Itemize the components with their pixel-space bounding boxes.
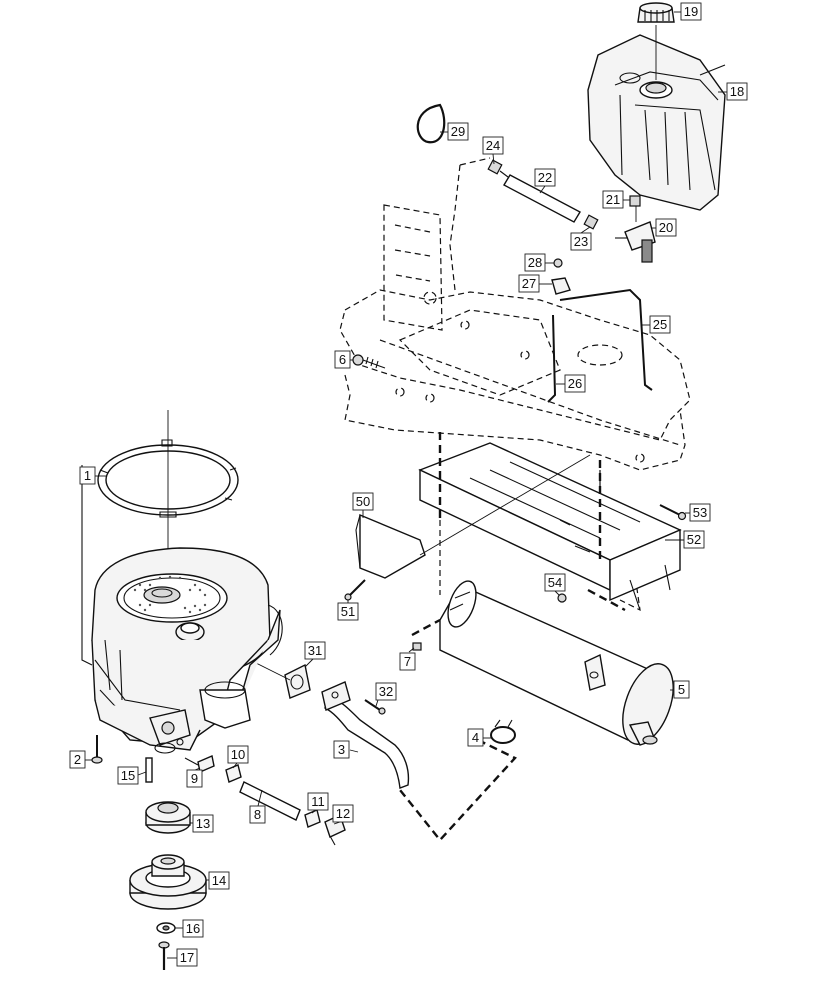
- shaft-key: [145, 757, 153, 783]
- callout-53: 53: [693, 505, 707, 520]
- bolt-32: [364, 699, 386, 715]
- fuel-tank: [587, 34, 726, 211]
- callout-1: 1: [84, 468, 91, 483]
- pulley-bolt: [158, 941, 170, 970]
- callout-54: 54: [548, 575, 562, 590]
- callout-9: 9: [191, 771, 198, 786]
- callouts: 1 2 3 4 5 6 7 8 9 10: [69, 2, 748, 967]
- callout-17: 17: [180, 950, 194, 965]
- air-filter-ring: [97, 410, 239, 600]
- fuel-hose: [487, 159, 599, 230]
- callout-23: 23: [574, 234, 588, 249]
- callout-51: 51: [341, 604, 355, 619]
- fuel-cap: [637, 2, 675, 80]
- exhaust-gasket: [284, 663, 311, 699]
- callout-11: 11: [311, 794, 325, 809]
- callout-50: 50: [356, 494, 370, 509]
- bolt-53: [659, 504, 687, 521]
- chassis-frame: [339, 157, 691, 612]
- callout-8: 8: [254, 807, 261, 822]
- callout-27: 27: [522, 276, 536, 291]
- callout-26: 26: [568, 376, 582, 391]
- callout-3: 3: [338, 742, 345, 757]
- washer: [156, 922, 176, 934]
- nut-7: [412, 642, 422, 651]
- callout-5: 5: [678, 682, 685, 697]
- callout-21: 21: [606, 192, 620, 207]
- callout-52: 52: [687, 532, 701, 547]
- shield-bracket: [355, 513, 426, 579]
- muffler-clamp: [490, 719, 516, 744]
- callout-22: 22: [538, 170, 552, 185]
- callout-16: 16: [186, 921, 200, 936]
- engine-pulley: [145, 801, 191, 834]
- callout-4: 4: [472, 730, 479, 745]
- callout-32: 32: [379, 684, 393, 699]
- callout-25: 25: [653, 317, 667, 332]
- drive-pulley: [129, 854, 207, 910]
- muffler: [439, 580, 674, 746]
- callout-6: 6: [339, 352, 346, 367]
- heat-shield: [418, 442, 682, 611]
- bolt-6: [352, 354, 386, 369]
- tie-strap: [416, 103, 446, 144]
- hose-clamp-11: [304, 809, 321, 828]
- bolt-2: [91, 735, 103, 764]
- callout-19: 19: [684, 4, 698, 19]
- callout-18: 18: [730, 84, 744, 99]
- callout-14: 14: [212, 873, 226, 888]
- callout-13: 13: [196, 816, 210, 831]
- callout-7: 7: [404, 654, 411, 669]
- exhaust-pipe: [321, 681, 410, 789]
- callout-31: 31: [308, 643, 322, 658]
- callout-28: 28: [528, 255, 542, 270]
- control-rods: [547, 288, 653, 403]
- callout-10: 10: [231, 747, 245, 762]
- callout-29: 29: [451, 124, 465, 139]
- callout-2: 2: [74, 752, 81, 767]
- callout-12: 12: [336, 806, 350, 821]
- nut-54: [557, 593, 567, 603]
- callout-20: 20: [659, 220, 673, 235]
- callout-24: 24: [486, 138, 500, 153]
- fuel-valve: [615, 195, 656, 263]
- engine: [81, 465, 283, 754]
- cable-clip: [551, 258, 571, 295]
- fuel-hose-8: [239, 781, 301, 821]
- callout-15: 15: [121, 768, 135, 783]
- bolt-51: [344, 579, 366, 601]
